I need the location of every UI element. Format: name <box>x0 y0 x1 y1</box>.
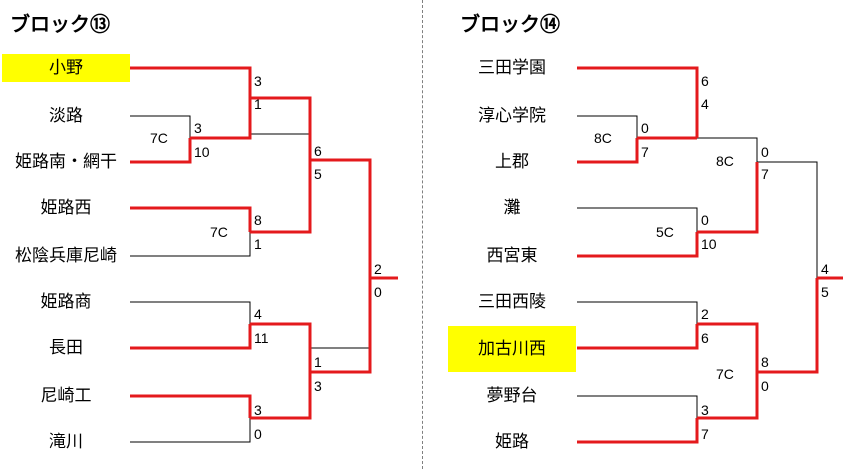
b14-line-nada <box>577 207 698 232</box>
b14-r2c-score-bottom: 0 <box>761 378 769 394</box>
b13-r3b-score-top: 1 <box>314 354 322 370</box>
team-himejinishi: 姫路西 <box>40 198 92 218</box>
b13-r2c-score-bottom: 11 <box>254 330 269 346</box>
b13-r1-score-top: 3 <box>194 120 202 136</box>
b13-win-nagata <box>130 324 252 350</box>
team-shoin-hyogo-amagasaki: 松陰兵庫尼崎 <box>15 246 117 266</box>
b14-r2c-score-top: 8 <box>761 354 769 370</box>
team-sanda-gakuen: 三田学園 <box>478 58 546 78</box>
team-takigawa: 滝川 <box>49 432 83 452</box>
b14-r1a-score-top: 0 <box>641 120 649 136</box>
team-kakogawa-nishi: 加古川西 <box>448 326 576 372</box>
b14-win-kamigori <box>577 138 639 164</box>
b13-r1-score-bottom: 10 <box>194 144 210 160</box>
team-sanda-seiryo: 三田西陵 <box>478 292 546 312</box>
b14-line-yumenodai <box>577 395 698 418</box>
b14-win-nishinomiya <box>577 232 699 258</box>
team-nada: 灘 <box>503 198 521 218</box>
b14-r1b-score-top: 0 <box>701 212 709 228</box>
b13-win-ono <box>130 66 252 98</box>
block-divider <box>422 0 423 469</box>
b13-win-himejiminami <box>130 138 192 164</box>
team-nagata: 長田 <box>49 338 83 358</box>
b13-win-r2b <box>250 160 312 234</box>
b14-r1d-score-top: 3 <box>701 402 709 418</box>
team-kamigori: 上郡 <box>495 152 529 172</box>
b14-r3-score-bottom: 5 <box>821 284 829 300</box>
b14-win-r1c <box>697 322 759 372</box>
b14-r3-score-top: 4 <box>821 261 829 277</box>
team-himejiminami-aboshi: 姫路南・網干 <box>15 152 117 172</box>
b13-win-r2a <box>250 96 312 160</box>
b13-win-r2c <box>250 322 312 372</box>
b13-r3b-score-bottom: 3 <box>314 378 322 394</box>
team-junshin-gakuin: 淳心学院 <box>478 106 546 126</box>
b13-r2c-score-top: 4 <box>254 306 262 322</box>
b13-r2d-score-bottom: 0 <box>254 426 262 442</box>
b14-r2b-score-bottom: 7 <box>761 166 769 182</box>
team-ono: 小野 <box>2 54 130 82</box>
b13-r2a-score-bottom: 1 <box>254 96 262 112</box>
b13-win-himejinishi <box>130 206 252 232</box>
b13-r2b-score-bottom: 1 <box>254 236 262 252</box>
b13-r3a-score-top: 6 <box>314 143 322 159</box>
b14-win-r1b <box>697 162 759 234</box>
b14-line-r2a-loser <box>697 137 758 162</box>
b14-win-himeji <box>577 418 699 444</box>
b14-r1c-score-top: 2 <box>701 306 709 322</box>
b14-win-sandagakuen <box>577 66 699 98</box>
block14-title: ブロック⑭ <box>460 12 560 36</box>
b13-r4-score-bottom: 0 <box>374 284 382 300</box>
b14-line-junshin <box>577 115 638 138</box>
b14-r2c-court: 7C <box>716 366 734 382</box>
b14-win-r1d <box>697 372 759 420</box>
b13-r2b-court: 7C <box>210 224 228 240</box>
b13-win-r3b <box>310 278 372 374</box>
b13-win-r2d <box>250 372 312 420</box>
team-amagasakiko: 尼崎工 <box>40 386 92 406</box>
team-awaji: 淡路 <box>49 106 83 126</box>
b14-r2a-score-top: 6 <box>701 73 709 89</box>
b13-r2b-score-top: 8 <box>254 212 262 228</box>
winner-lines <box>130 66 843 444</box>
b13-line-shoinhyogo <box>130 232 251 257</box>
team-himeji: 姫路 <box>495 432 529 452</box>
b14-r1b-score-bottom: 10 <box>701 236 717 252</box>
b13-win-r3a <box>310 158 372 278</box>
b14-line-sandaseiryo <box>577 301 698 324</box>
b13-line-r2a-loser <box>250 133 311 160</box>
team-nishinomiya-higashi: 西宮東 <box>486 246 538 266</box>
b13-r3a-score-bottom: 5 <box>314 166 322 182</box>
b14-r1a-court: 8C <box>594 130 612 146</box>
team-yumenodai: 夢野台 <box>486 386 538 406</box>
b14-r1a-score-bottom: 7 <box>641 144 649 160</box>
b13-line-takigawa <box>130 418 251 443</box>
b13-win-amagasakiko <box>130 394 252 418</box>
b14-line-r3-loser <box>757 161 818 278</box>
b14-win-r2c <box>757 278 819 374</box>
b14-r2b-court: 8C <box>716 153 734 169</box>
b14-r2b-score-top: 0 <box>761 144 769 160</box>
block13-title: ブロック⑬ <box>10 12 110 36</box>
b13-line-himejisho <box>130 301 251 324</box>
b14-r1b-court: 5C <box>656 224 674 240</box>
b13-line-awaji <box>130 115 191 138</box>
b13-r1-court: 7C <box>150 130 168 146</box>
b14-r1d-score-bottom: 7 <box>701 426 709 442</box>
b14-win-kakogawanishi <box>577 324 699 350</box>
b14-r1c-score-bottom: 6 <box>701 330 709 346</box>
b13-r4-score-top: 2 <box>374 261 382 277</box>
team-himejisho: 姫路商 <box>40 292 92 312</box>
b13-r2d-score-top: 3 <box>254 402 262 418</box>
b13-r2a-score-top: 3 <box>254 73 262 89</box>
b14-r2a-score-bottom: 4 <box>701 96 709 112</box>
b13-win-r1 <box>190 98 252 140</box>
